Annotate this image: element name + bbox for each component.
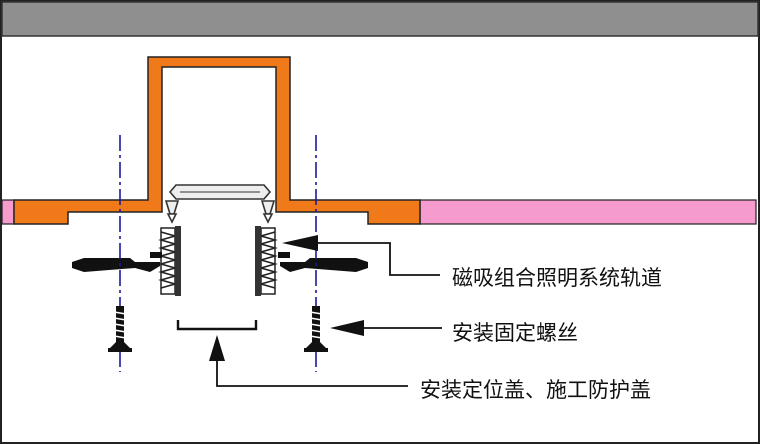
ceiling-finish-right bbox=[419, 199, 757, 225]
track-flange-left bbox=[72, 252, 162, 272]
ceiling-slab bbox=[1, 1, 759, 37]
positioning-cover-bracket bbox=[176, 320, 258, 331]
screw-right bbox=[304, 306, 328, 352]
track-side-wall-right bbox=[255, 226, 278, 296]
track-side-wall-left bbox=[158, 226, 181, 296]
leader-arrow-track bbox=[282, 235, 440, 276]
leader-arrow-screw bbox=[330, 320, 442, 336]
label-screw: 安装固定螺丝 bbox=[452, 321, 578, 345]
track-top-rail bbox=[164, 184, 276, 224]
gypsum-board-channel bbox=[13, 56, 421, 225]
label-track: 磁吸组合照明系统轨道 bbox=[452, 266, 662, 290]
leader-arrow-cover bbox=[209, 335, 408, 387]
track-flange-right bbox=[278, 252, 368, 272]
screw-left bbox=[108, 306, 132, 352]
ceiling-finish-left bbox=[1, 199, 15, 225]
label-cover: 安装定位盖、施工防护盖 bbox=[420, 378, 651, 402]
